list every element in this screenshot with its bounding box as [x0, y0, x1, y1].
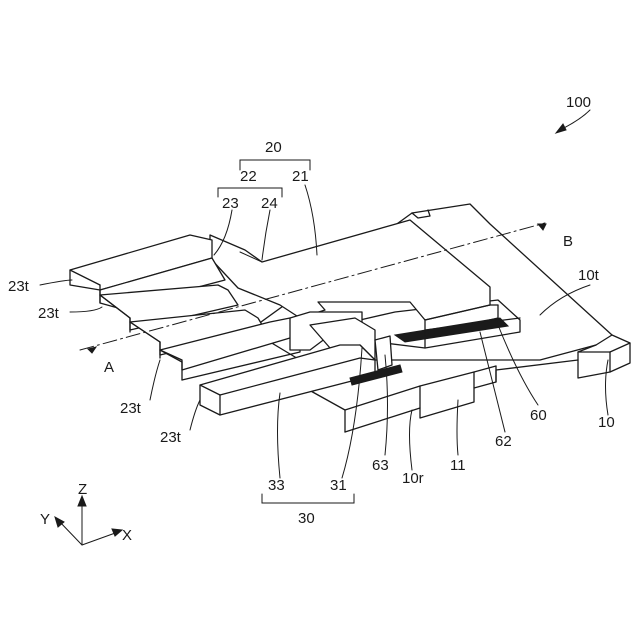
label-100: 100	[566, 94, 591, 111]
label-31: 31	[330, 477, 347, 494]
label-10r: 10r	[402, 470, 424, 487]
label-33: 33	[268, 477, 285, 494]
label-63: 63	[372, 457, 389, 474]
label-24: 24	[261, 195, 278, 212]
label-23t-d: 23t	[160, 429, 182, 446]
label-30: 30	[298, 510, 315, 527]
axis-z-label: Z	[78, 481, 87, 498]
label-22: 22	[240, 168, 257, 185]
label-60: 60	[530, 407, 547, 424]
label-23t-b: 23t	[38, 305, 60, 322]
label-10: 10	[598, 414, 615, 431]
label-21: 21	[292, 168, 309, 185]
coordinate-axes: Z Y X	[40, 481, 132, 545]
axis-x-label: X	[122, 527, 132, 544]
label-11: 11	[450, 457, 466, 474]
label-a: A	[104, 359, 114, 376]
label-23: 23	[222, 195, 239, 212]
label-23t-c: 23t	[120, 400, 142, 417]
label-23t-a: 23t	[8, 278, 30, 295]
label-20: 20	[265, 139, 282, 156]
label-10t: 10t	[578, 267, 600, 284]
axis-y-label: Y	[40, 511, 50, 528]
label-62: 62	[495, 433, 512, 450]
label-b: B	[563, 233, 573, 250]
